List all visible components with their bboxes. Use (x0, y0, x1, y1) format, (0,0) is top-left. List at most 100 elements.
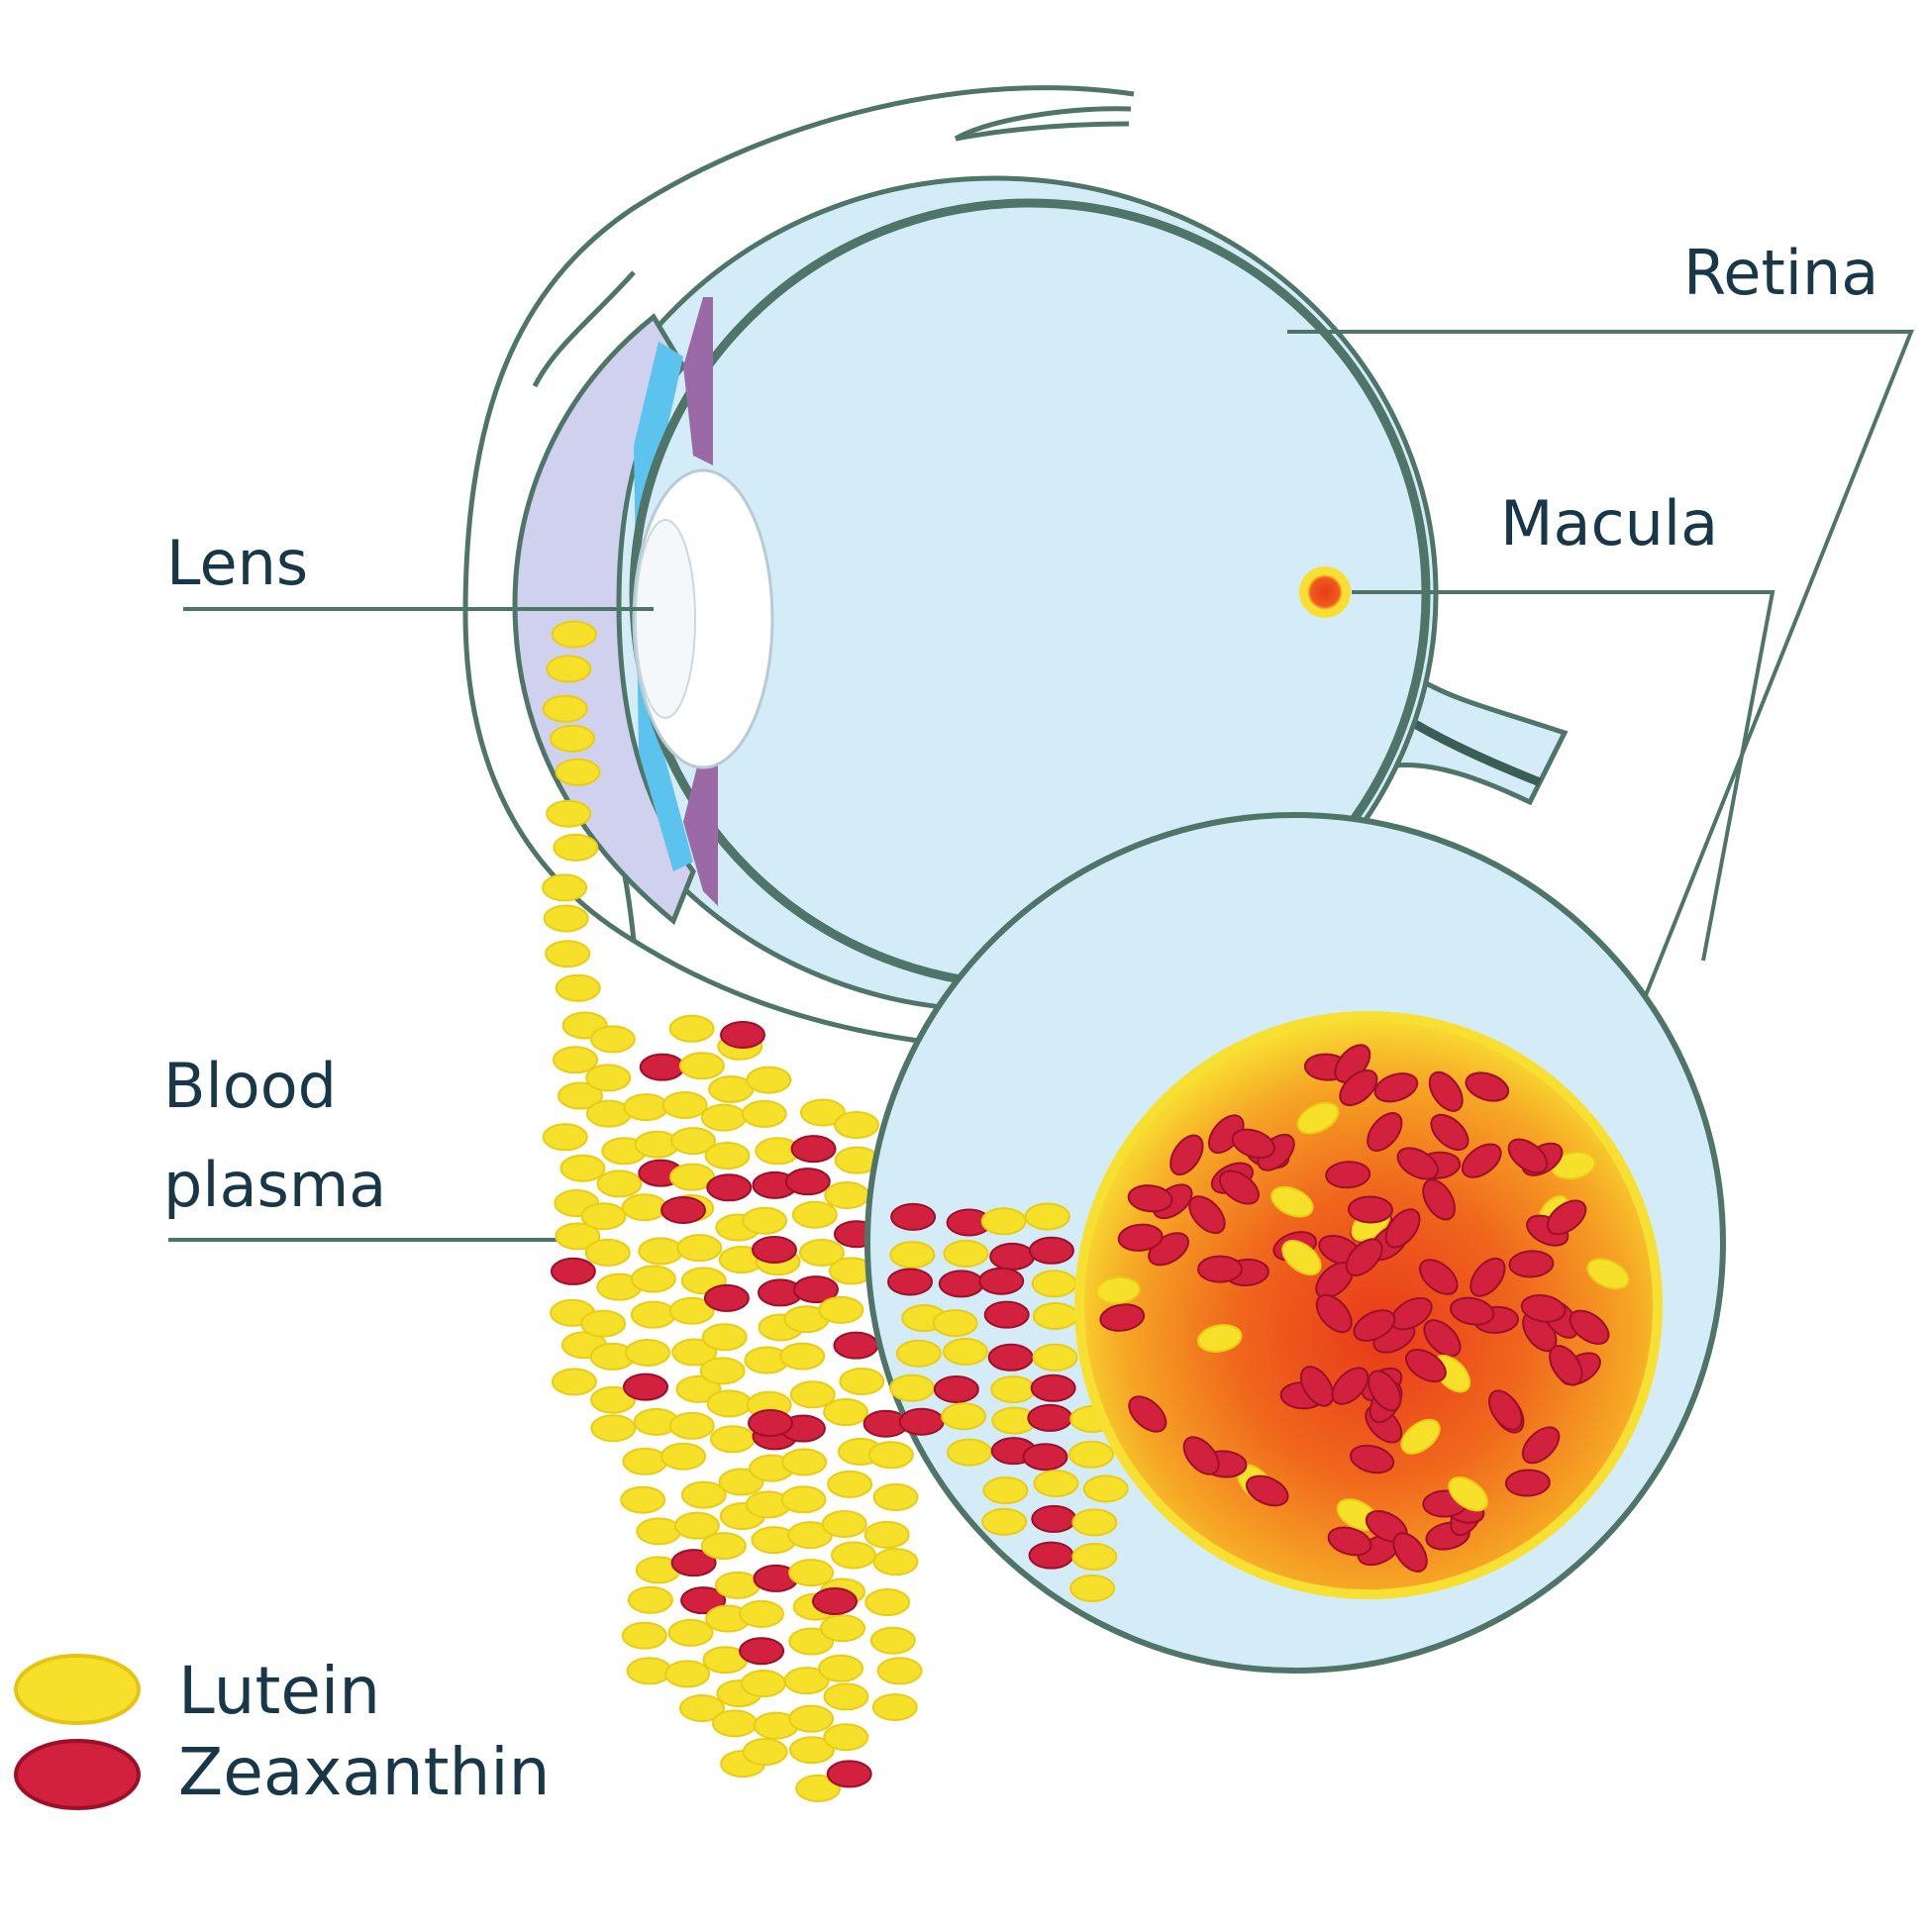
lutein-particle (799, 1098, 846, 1127)
zeaxanthin-particle (1428, 1070, 1464, 1112)
lutein-particle (664, 1660, 711, 1688)
zeaxanthin-particle (720, 1021, 765, 1049)
lutein-particle (942, 1337, 988, 1366)
lutein-particle (789, 1380, 836, 1409)
lutein-particle (1296, 1101, 1340, 1135)
macula-dot (1299, 566, 1351, 618)
lutein-particle (872, 1548, 919, 1576)
zeaxanthin-particle (1373, 1072, 1419, 1103)
zeaxanthin-particle (826, 1760, 872, 1788)
inner-pigment-cluster (886, 1202, 1129, 1602)
zeaxanthin-particle (1071, 1543, 1118, 1572)
lutein-particle (791, 1200, 838, 1229)
lutein-particle (555, 758, 601, 786)
lutein-particle (668, 1296, 715, 1325)
lutein-particle (990, 1375, 1037, 1404)
lutein-particle (739, 1599, 785, 1628)
lutein-particle (630, 1265, 676, 1293)
lutein-particle (589, 1025, 636, 1054)
lutein-particle (546, 799, 592, 828)
zeaxanthin-particle (1128, 1395, 1167, 1433)
lutein-particle (783, 1667, 830, 1695)
lutein-particle (627, 1585, 673, 1614)
zeaxanthin-particle (1507, 1138, 1549, 1174)
zeaxanthin-particle (1367, 1112, 1403, 1152)
lutein-particle (890, 1202, 937, 1231)
zeaxanthin-particle (739, 1637, 785, 1666)
lutein-particle (746, 1066, 792, 1094)
lutein-particle (818, 1654, 864, 1682)
lutein-particle (580, 1309, 627, 1338)
zeaxanthin-particle (933, 1374, 979, 1403)
lutein-particle (669, 1127, 716, 1156)
zeaxanthin-particle (706, 1173, 753, 1202)
zeaxanthin-particle (1504, 1469, 1551, 1497)
lutein-particle (671, 1338, 718, 1367)
lutein-particle (742, 1206, 788, 1235)
lutein-particle (596, 1169, 643, 1198)
lutein-particle (585, 1064, 632, 1092)
lutein-particle (555, 1222, 601, 1251)
lutein-particle (667, 1618, 714, 1647)
zeaxanthin-particle (1169, 1134, 1204, 1176)
lutein-particle (542, 873, 588, 902)
lutein-particle (863, 1520, 910, 1549)
lutein-particle (1028, 1541, 1074, 1570)
zeaxanthin-particle (1117, 1223, 1164, 1252)
lutein-particle (706, 1389, 753, 1418)
zeaxanthin-particle (1368, 1370, 1402, 1412)
lutein-particle (1270, 1185, 1314, 1218)
lutein-particle (798, 1238, 845, 1267)
zeaxanthin-particle (1404, 1348, 1447, 1383)
lutein-particle (819, 1614, 865, 1643)
lutein-particle (660, 1442, 707, 1471)
zeaxanthin-particle (1422, 1178, 1456, 1221)
zeaxanthin-particle (1470, 1257, 1506, 1297)
lutein-particle (1033, 1469, 1079, 1497)
lutein-particle (700, 1103, 747, 1132)
macula-label: Macula (1500, 487, 1718, 559)
zeaxanthin-particle (889, 1373, 936, 1402)
zeaxanthin-particle (660, 1196, 706, 1224)
zeaxanthin-particle (1449, 1296, 1495, 1326)
iris-lower (683, 763, 718, 906)
lutein-particle (830, 1541, 876, 1570)
lutein-particle (821, 1509, 867, 1538)
lutein-particle (704, 1142, 751, 1170)
zeaxanthin-particle (1327, 1526, 1372, 1557)
lutein-particle (1022, 1443, 1068, 1472)
lutein-particle (623, 1093, 669, 1122)
lutein-particle (1030, 1373, 1076, 1402)
lutein-particle (584, 1238, 631, 1267)
lutein-particle (741, 1099, 787, 1128)
lutein-particle (711, 1709, 758, 1738)
lutein-particle (580, 1202, 627, 1231)
zeaxanthin-particle (1218, 1169, 1260, 1205)
lutein-particle (621, 1193, 667, 1222)
blood-plasma-label-line1: Blood (163, 1050, 337, 1122)
iris (683, 297, 713, 465)
zeaxanthin-particle (1315, 1293, 1353, 1334)
lutein-particle (1095, 1275, 1141, 1305)
lutein-particle (542, 694, 588, 723)
zeaxanthin-particle (1465, 1071, 1510, 1102)
lutein-particle (780, 1485, 827, 1514)
zeaxanthin-particle (1331, 1367, 1369, 1405)
retina-label: Retina (1683, 237, 1878, 309)
lutein-particle (558, 1081, 604, 1110)
zeaxanthin-particle (1339, 1068, 1378, 1107)
lutein-particle (559, 1154, 606, 1182)
lutein-particle (742, 1738, 788, 1767)
zeaxanthin-particle (987, 1343, 1034, 1372)
zeaxanthin-particle (1353, 1309, 1396, 1342)
zeaxanthin-particle (1188, 1195, 1226, 1235)
lutein-particle (740, 1670, 786, 1698)
zeaxanthin-particle (1549, 1345, 1583, 1386)
lutein-particle (1024, 1202, 1070, 1231)
zeaxanthin-particle (898, 1407, 945, 1436)
zeaxanthin-particle (680, 1586, 727, 1615)
zeaxanthin-particle (812, 1587, 858, 1615)
lutein-legend-label: Lutein (178, 1653, 380, 1729)
zeaxanthin-particle (1392, 1532, 1428, 1573)
lutein-particle (895, 1339, 942, 1368)
